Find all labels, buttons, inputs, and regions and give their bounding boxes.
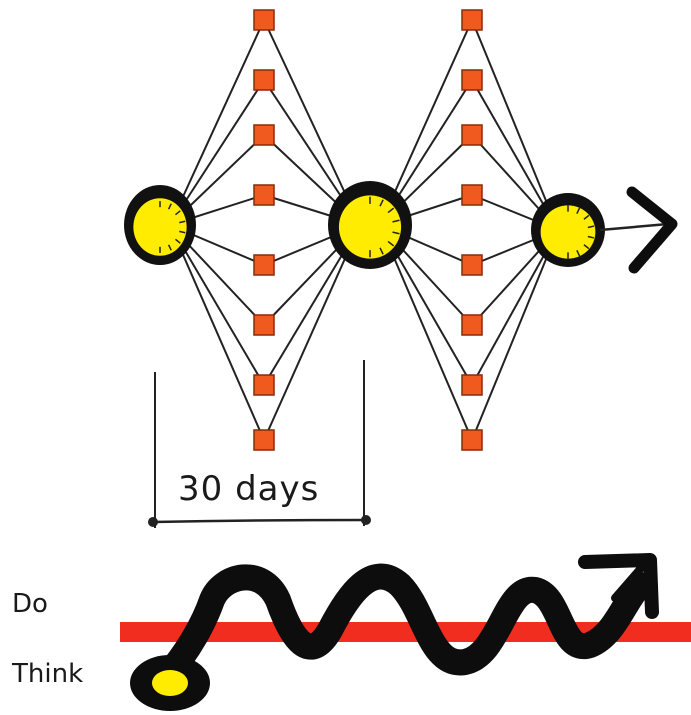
task-square — [253, 374, 275, 396]
hub-tick — [179, 220, 186, 224]
arrow-head — [626, 186, 678, 274]
hub-tick — [167, 203, 172, 210]
task-squares — [253, 9, 483, 451]
think-label: Think — [11, 659, 83, 689]
connector-line — [263, 224, 361, 441]
arrow-shaft — [599, 222, 669, 232]
task-square — [253, 314, 275, 336]
hub-tick — [587, 235, 595, 239]
task-square — [461, 124, 483, 146]
task-square — [253, 69, 275, 91]
hub-tick — [387, 240, 395, 247]
hub-tick — [587, 225, 595, 229]
connector-line — [471, 19, 559, 231]
task-square — [461, 374, 483, 396]
connector-line — [379, 224, 473, 441]
task-square — [253, 429, 275, 451]
interval-bracket: 30 days — [148, 360, 371, 528]
hub-tick — [379, 247, 384, 255]
start-dot — [152, 670, 188, 696]
wave-path — [152, 563, 653, 691]
forward-arrow-icon — [599, 186, 678, 274]
hub-tick — [576, 207, 581, 214]
interval-label: 30 days — [178, 469, 319, 509]
threshold-bar — [120, 622, 691, 642]
hub-tick — [179, 230, 186, 234]
task-square — [461, 9, 483, 31]
hub-core — [540, 205, 596, 259]
hub-tick — [576, 250, 581, 257]
hub-tick — [175, 238, 181, 244]
connector-line — [169, 224, 265, 441]
hub-tick — [392, 219, 400, 223]
hub-tick — [379, 199, 384, 207]
hub-tick — [175, 210, 181, 216]
hub-core — [338, 195, 402, 259]
hub-tick — [167, 244, 172, 251]
task-square — [253, 184, 275, 206]
task-square — [461, 254, 483, 276]
task-square — [461, 314, 483, 336]
connector-line — [471, 229, 559, 441]
hub-tick — [583, 214, 590, 220]
do-label: Do — [12, 589, 48, 619]
task-square — [253, 124, 275, 146]
up-arrow-icon — [578, 553, 659, 619]
hub-tick — [387, 207, 395, 214]
task-square — [461, 429, 483, 451]
connector-line — [169, 19, 265, 226]
hub-tick — [392, 231, 400, 235]
hub-core — [133, 198, 187, 256]
task-square — [461, 69, 483, 91]
hub-nodes — [124, 181, 605, 269]
task-square — [253, 9, 275, 31]
do-think-illustration: Do Think — [11, 553, 691, 711]
task-square — [253, 254, 275, 276]
hub-tick — [583, 244, 590, 250]
task-square — [461, 184, 483, 206]
